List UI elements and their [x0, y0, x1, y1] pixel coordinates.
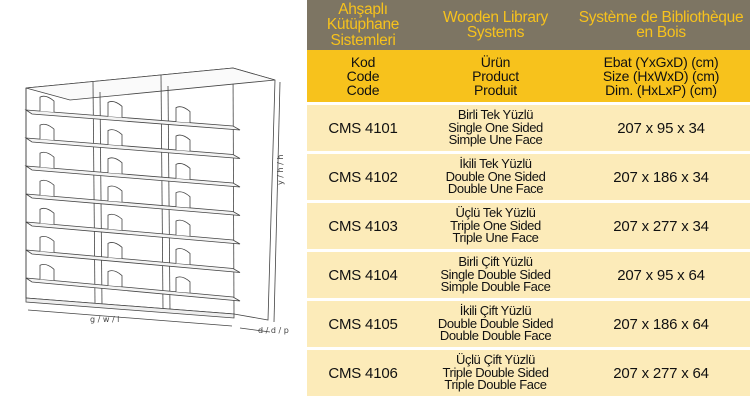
column-header-product: Ürün Product Produit	[472, 54, 519, 98]
shelf-board	[25, 277, 241, 302]
table-subheader-row: Kod Code Code Ürün Product Produit Ebat …	[307, 50, 750, 102]
bookend	[39, 123, 55, 141]
product-code: CMS 4104	[328, 266, 398, 284]
bookend	[175, 191, 191, 208]
product-size: 207 x 186 x 64	[613, 315, 709, 333]
product-table: Ahşaplı Kütüphane Sistemleri Wooden Libr…	[307, 0, 750, 400]
bookend	[107, 129, 123, 146]
bookend	[107, 185, 123, 202]
product-name: Birli Çift Yüzlü Single Double Sided Sim…	[440, 254, 551, 295]
shelf-board	[25, 249, 241, 273]
column-header-size: Ebat (YxGxD) (cm) Size (HxWxD) (cm) Dim.…	[602, 54, 720, 98]
product-size: 207 x 277 x 34	[613, 217, 709, 235]
shelf-board	[24, 109, 241, 131]
product-name: Üçlü Çift Yüzlü Triple Double Sided Trip…	[442, 352, 549, 393]
product-name: İkili Tek Yüzlü Double One Sided Double …	[445, 156, 546, 197]
product-name: Üçlü Tek Yüzlü Triple One Sided Triple U…	[450, 205, 541, 246]
header-turkish: Ahşaplı Kütüphane Sistemleri	[326, 0, 400, 49]
shelf-board	[25, 221, 241, 245]
bookend	[39, 264, 55, 281]
bookend	[175, 219, 191, 237]
width-dimension-label: g / w / l	[90, 315, 120, 324]
product-size: 207 x 95 x 64	[617, 266, 705, 284]
shelf-board	[24, 165, 241, 188]
product-code: CMS 4105	[328, 315, 398, 333]
bookend	[107, 101, 123, 118]
bookend	[175, 276, 191, 293]
product-name: Birli Tek Yüzlü Single One Sided Simple …	[448, 107, 543, 148]
bookend	[39, 95, 55, 113]
product-code: CMS 4103	[328, 217, 398, 235]
bookshelf-illustration	[24, 67, 281, 333]
bookend	[107, 213, 123, 231]
height-dimension-label: y / h / h	[276, 154, 285, 185]
table-row: CMS 4104 Birli Çift Yüzlü Single Double …	[307, 252, 750, 298]
depth-dimension-label: d / d / p	[258, 326, 289, 335]
shelf-drawing: g / w / l y / h / h d / d / p	[0, 0, 305, 400]
product-size: 207 x 186 x 34	[613, 168, 709, 186]
header-english: Wooden Library Systems	[443, 8, 548, 41]
product-code: CMS 4106	[328, 364, 398, 382]
table-row: CMS 4106 Üçlü Çift Yüzlü Triple Double S…	[307, 350, 750, 396]
product-code: CMS 4102	[328, 168, 398, 186]
bookend	[175, 248, 191, 265]
column-header-code: Kod Code Code	[346, 54, 380, 98]
bookend	[175, 106, 191, 123]
product-name: İkili Çift Yüzlü Double Double Sided Dou…	[437, 303, 554, 344]
product-size: 207 x 277 x 64	[613, 364, 709, 382]
header-french: Système de Bibliothèque en Bois	[578, 8, 744, 41]
bookend	[107, 157, 123, 174]
table-row: CMS 4102 İkili Tek Yüzlü Double One Side…	[307, 154, 750, 200]
table-row: CMS 4105 İkili Çift Yüzlü Double Double …	[307, 301, 750, 347]
product-size: 207 x 95 x 34	[617, 119, 705, 137]
bookend	[175, 163, 191, 180]
shelf-board	[25, 193, 241, 216]
product-code: CMS 4101	[328, 119, 398, 137]
bookend	[107, 270, 123, 287]
bookend	[175, 134, 191, 151]
shelf-board	[24, 137, 241, 159]
table-row: CMS 4103 Üçlü Tek Yüzlü Triple One Sided…	[307, 203, 750, 249]
bookend	[39, 207, 55, 225]
bookend	[107, 242, 123, 259]
bookend	[39, 235, 55, 253]
bookend	[39, 151, 55, 169]
bookend	[39, 179, 55, 197]
table-row: CMS 4101 Birli Tek Yüzlü Single One Side…	[307, 105, 750, 151]
table-header-row: Ahşaplı Kütüphane Sistemleri Wooden Libr…	[307, 0, 750, 50]
